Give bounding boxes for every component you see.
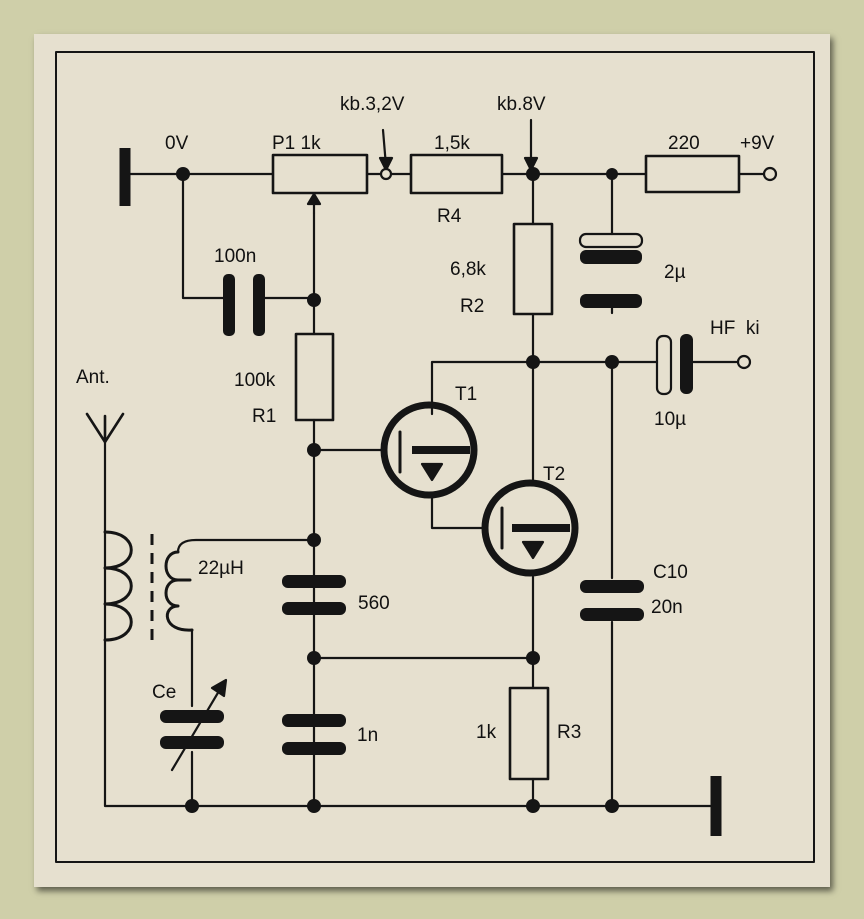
wiper-arrowhead — [306, 192, 322, 206]
capacitor-1n-plate — [282, 742, 346, 755]
capacitor-10u-plate-positive — [655, 334, 673, 396]
junction-dot — [185, 799, 199, 813]
antenna-icon — [85, 412, 125, 444]
capacitor-c10-plate — [580, 580, 644, 593]
t1-arrow — [420, 462, 444, 482]
label-r2: R2 — [460, 296, 484, 317]
label-r4-value: 1,5k — [434, 133, 470, 154]
label-22uh: 22µH — [198, 558, 244, 579]
label-kb8: kb.8V — [497, 94, 546, 115]
label-plus9v: +9V — [740, 133, 775, 154]
label-r4: R4 — [437, 206, 462, 227]
label-c10-value: 20n — [651, 597, 683, 618]
capacitor-100n-plate — [253, 274, 265, 336]
terminal-plus9v — [762, 166, 778, 182]
junction-dot — [526, 799, 540, 813]
transistor-t2 — [481, 479, 579, 577]
capacitor-2u-plate — [580, 250, 642, 264]
label-10u: 10µ — [654, 409, 686, 430]
resistor-r1 — [294, 332, 335, 422]
coil-22uh — [164, 550, 194, 632]
junction-dot — [307, 443, 321, 457]
capacitor-560-plate — [282, 602, 346, 615]
label-r2-value: 6,8k — [450, 259, 486, 280]
junction-dot — [526, 651, 540, 665]
transistor-t1 — [380, 401, 478, 499]
capacitor-c10-plate — [580, 608, 644, 621]
capacitor-2u-plate-positive — [578, 232, 644, 249]
resistor-220 — [644, 154, 741, 194]
junction-dot — [605, 799, 619, 813]
capacitor-10u-plate — [680, 334, 693, 394]
wire — [430, 360, 535, 416]
label-r3-value: 1k — [476, 722, 497, 743]
resistor-r2 — [512, 222, 554, 316]
capacitor-ce-plate — [160, 736, 224, 749]
probe-arrowhead-8v — [523, 156, 539, 172]
label-1n: 1n — [357, 725, 378, 746]
junction-dot — [307, 293, 321, 307]
capacitor-1n-plate — [282, 714, 346, 727]
label-2u: 2µ — [664, 262, 686, 283]
label-p1: P1 1k — [272, 133, 321, 154]
junction-dot — [307, 799, 321, 813]
label-ant: Ant. — [76, 367, 110, 388]
probe-arrowhead-3v2 — [378, 156, 394, 172]
junction-dot — [605, 355, 619, 369]
capacitor-560-plate — [282, 575, 346, 588]
junction-dot — [307, 651, 321, 665]
variable-arrow — [170, 684, 224, 772]
junction-dot — [307, 533, 321, 547]
label-0v: 0V — [165, 133, 189, 154]
junction-dot — [526, 355, 540, 369]
potentiometer-p1 — [271, 153, 369, 195]
wire — [430, 492, 486, 530]
wire — [181, 172, 316, 300]
junction-dot — [526, 167, 540, 181]
label-t2: T2 — [543, 464, 565, 485]
wire — [103, 436, 716, 808]
label-kb32: kb.3,2V — [340, 94, 405, 115]
capacitor-2u-plate — [580, 294, 642, 308]
wire — [176, 538, 316, 554]
variable-arrowhead — [210, 678, 228, 698]
label-c10: C10 — [653, 562, 688, 583]
circuit-schematic: 0V P1 1k kb.3,2V 1,5k R4 kb.8V 220 +9V 1… — [55, 51, 815, 863]
label-100n: 100n — [214, 246, 256, 267]
schematic-page: 0V P1 1k kb.3,2V 1,5k R4 kb.8V 220 +9V 1… — [34, 34, 830, 887]
resistor-r4 — [409, 153, 504, 195]
label-220: 220 — [668, 133, 700, 154]
frame-border — [55, 51, 815, 863]
capacitor-ce-plate — [160, 710, 224, 723]
terminal-hf-out — [736, 354, 752, 370]
junction-dot — [606, 168, 618, 180]
label-r1: R1 — [252, 406, 276, 427]
label-hf-ki: HF ki — [710, 318, 760, 339]
label-560: 560 — [358, 593, 390, 614]
label-ce: Ce — [152, 682, 176, 703]
capacitor-100n-plate — [223, 274, 235, 336]
label-r1-value: 100k — [234, 370, 276, 391]
label-t1: T1 — [455, 384, 477, 405]
junction-dot — [176, 167, 190, 181]
coil-antenna — [103, 530, 133, 642]
t2-arrow — [521, 540, 545, 560]
junction-open — [379, 167, 393, 181]
resistor-r3 — [508, 686, 550, 781]
label-r3: R3 — [557, 722, 581, 743]
